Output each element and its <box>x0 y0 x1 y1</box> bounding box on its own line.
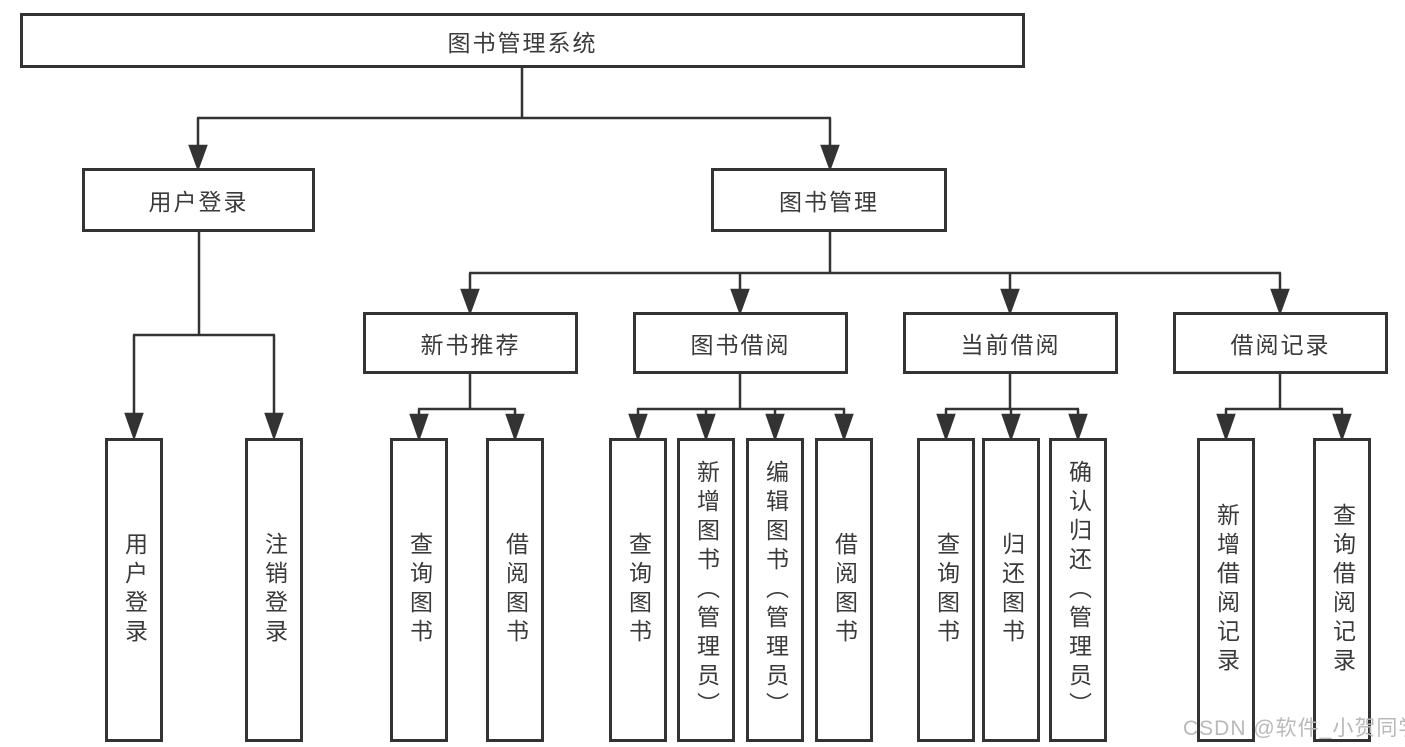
connector-userlogin-to-leaves <box>124 232 284 441</box>
leaf-borrow-borrow-book: 借阅图书 <box>815 438 873 742</box>
leaf-current-query-book: 查询图书 <box>917 438 975 742</box>
connector-borrow-to-leaves <box>628 374 854 442</box>
leaf-records-query-record: 查询借阅记录 <box>1313 438 1371 742</box>
csdn-watermark: CSDN @软件_小贺同学 <box>1183 717 1405 740</box>
node-book-management: 图书管理 <box>711 168 947 232</box>
node-book-borrow: 图书借阅 <box>633 312 848 374</box>
leaf-newrec-borrow-book: 借阅图书 <box>486 438 544 742</box>
connector-newrec-to-leaves <box>409 374 525 442</box>
leaf-current-return-book: 归还图书 <box>982 438 1040 742</box>
node-user-login: 用户登录 <box>82 168 315 232</box>
leaf-borrow-query-book: 查询图书 <box>609 438 667 742</box>
leaf-borrow-add-book-admin: 新增图书（管理员） <box>677 438 735 742</box>
connector-records-to-leaves <box>1216 374 1352 442</box>
node-borrow-records: 借阅记录 <box>1173 312 1388 374</box>
leaf-current-confirm-return-admin: 确认归还（管理员） <box>1049 438 1107 742</box>
connector-current-to-leaves <box>936 374 1088 442</box>
connector-bookmgmt-to-level3 <box>460 232 1290 316</box>
node-current-borrow: 当前借阅 <box>903 312 1118 374</box>
leaf-records-add-record: 新增借阅记录 <box>1197 438 1255 742</box>
leaf-borrow-edit-book-admin: 编辑图书（管理员） <box>746 438 804 742</box>
leaf-logout: 注销登录 <box>245 438 303 742</box>
node-root-system: 图书管理系统 <box>20 13 1025 68</box>
connector-root-to-level2 <box>188 68 840 172</box>
leaf-user-login: 用户登录 <box>105 438 163 742</box>
leaf-newrec-query-book: 查询图书 <box>390 438 448 742</box>
node-new-book-recommend: 新书推荐 <box>363 312 578 374</box>
